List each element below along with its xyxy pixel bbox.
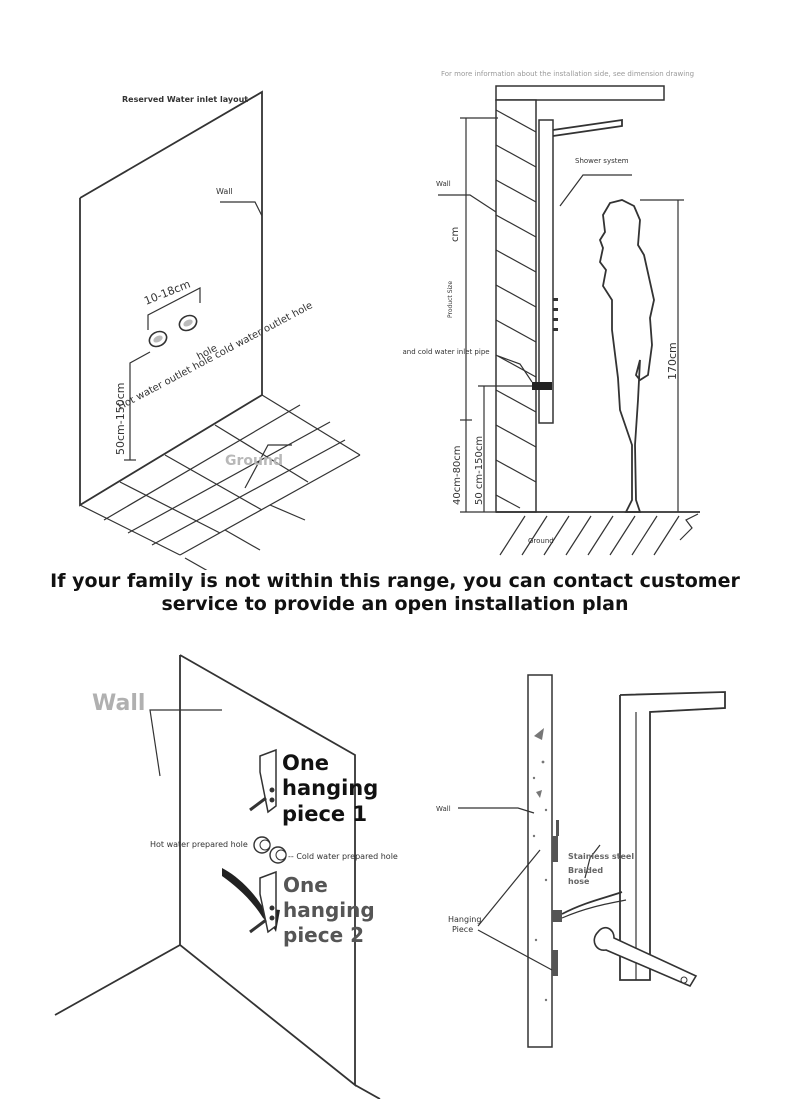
ground-label: Ground bbox=[225, 453, 283, 469]
piece-2-line-1: One bbox=[283, 873, 328, 897]
height-label: 50cm-150cm bbox=[114, 383, 127, 456]
range-note: If your family is not within this range,… bbox=[20, 570, 770, 616]
wall-pointer bbox=[438, 194, 497, 213]
inlet-layout-title: Reserved Water inlet layout bbox=[122, 95, 248, 104]
piece-2-line-2: hanging bbox=[283, 898, 375, 922]
inlet-layout-drawing: Reserved Water inlet layout Wall 10-18cm… bbox=[79, 90, 361, 570]
wall-label: Wall bbox=[436, 180, 451, 188]
dimension-note: For more information about the installat… bbox=[441, 70, 694, 78]
wall-label: Wall bbox=[216, 187, 233, 196]
unit-label: cm bbox=[450, 227, 461, 242]
panel-jets bbox=[553, 298, 558, 331]
hanging-pointer-bottom bbox=[477, 929, 553, 971]
outlet-holes-label: Hot water outlet hole cold water outlet … bbox=[116, 300, 314, 412]
wall-texture bbox=[532, 728, 548, 1002]
hanging-piece-2 bbox=[249, 870, 277, 934]
shower-pointer bbox=[559, 174, 632, 207]
dim-low-label: 40cm-80cm bbox=[452, 445, 463, 505]
hanging-pointer-top bbox=[477, 849, 541, 927]
ceiling bbox=[495, 85, 665, 101]
hanging-piece-1 bbox=[249, 748, 277, 814]
shower-system-label: Shower system bbox=[575, 157, 629, 165]
inlet-layout-diagram: Reserved Water inlet layout Wall 10-18cm… bbox=[0, 0, 400, 570]
range-note-line-1: If your family is not within this range,… bbox=[50, 570, 740, 592]
wall-label: Wall bbox=[92, 691, 145, 716]
installation-height-diagram: For more information about the installat… bbox=[400, 0, 790, 570]
ground-label: Ground bbox=[528, 537, 554, 545]
piece-2-line-3: piece 2 bbox=[283, 923, 364, 947]
wall bbox=[495, 99, 537, 513]
ground-pointer bbox=[244, 444, 292, 489]
wall-hatching bbox=[495, 109, 537, 509]
inlet-pipe bbox=[532, 382, 552, 390]
installation-height-drawing: For more information about the installat… bbox=[400, 70, 700, 556]
braided-label-line-2: hose bbox=[568, 877, 590, 886]
side-install-drawing: Wall Stainless steel Braided hose Hangin… bbox=[436, 674, 726, 1048]
shower-arm bbox=[552, 118, 623, 137]
wall-pointer bbox=[149, 709, 222, 777]
hot-hole-label: Hot water prepared hole bbox=[150, 840, 248, 849]
hanging-piece-label-line-2: Piece bbox=[452, 925, 473, 934]
floor-tiles bbox=[79, 394, 361, 570]
person-silhouette bbox=[599, 199, 655, 513]
cold-hole-label: -- Cold water prepared hole bbox=[288, 852, 398, 861]
wall-label: Wall bbox=[436, 805, 451, 813]
braided-label-line-1: Braided bbox=[568, 866, 603, 875]
hanging-piece-label-line-1: Hanging bbox=[448, 915, 481, 924]
range-note-line-2: service to provide an open installation … bbox=[161, 593, 629, 615]
dim-mid-label: 50 cm-150cm bbox=[474, 436, 485, 505]
product-size-label: Product Size bbox=[447, 281, 454, 318]
outlet-holes bbox=[148, 314, 198, 348]
hanging-pieces bbox=[552, 820, 562, 976]
wall-pointer bbox=[458, 807, 535, 814]
piece-1-line-2: hanging bbox=[282, 776, 378, 800]
braided-hose bbox=[561, 891, 623, 915]
hanging-pieces-drawing: Wall One hanging piece 1 Hot water prepa… bbox=[54, 654, 398, 1099]
piece-1-line-3: piece 1 bbox=[282, 802, 367, 826]
stainless-steel-label: Stainless steel bbox=[568, 852, 634, 861]
inlet-pointer bbox=[497, 355, 533, 383]
inlet-pipe-label: Hot and cold water inlet pipe bbox=[400, 348, 490, 356]
height-dimension bbox=[129, 351, 151, 460]
wall-outline bbox=[179, 654, 356, 1087]
hose-pointer bbox=[584, 844, 601, 879]
water-holes bbox=[253, 836, 287, 864]
hanging-pieces-diagram: Wall One hanging piece 1 Hot water prepa… bbox=[0, 640, 400, 1099]
piece-1-line-1: One bbox=[282, 751, 329, 775]
wrench-icon bbox=[593, 926, 698, 988]
person-height-label: 170cm bbox=[666, 342, 679, 380]
install-direction-arrow bbox=[222, 868, 272, 926]
floor-hatching bbox=[499, 513, 699, 556]
spacing-bracket bbox=[147, 287, 201, 330]
floor-edge bbox=[54, 944, 181, 1016]
wall-pointer bbox=[220, 201, 263, 217]
side-install-diagram: Wall Stainless steel Braided hose Hangin… bbox=[400, 640, 790, 1099]
spacing-label: 10-18cm bbox=[142, 277, 192, 307]
shower-panel bbox=[538, 119, 554, 424]
